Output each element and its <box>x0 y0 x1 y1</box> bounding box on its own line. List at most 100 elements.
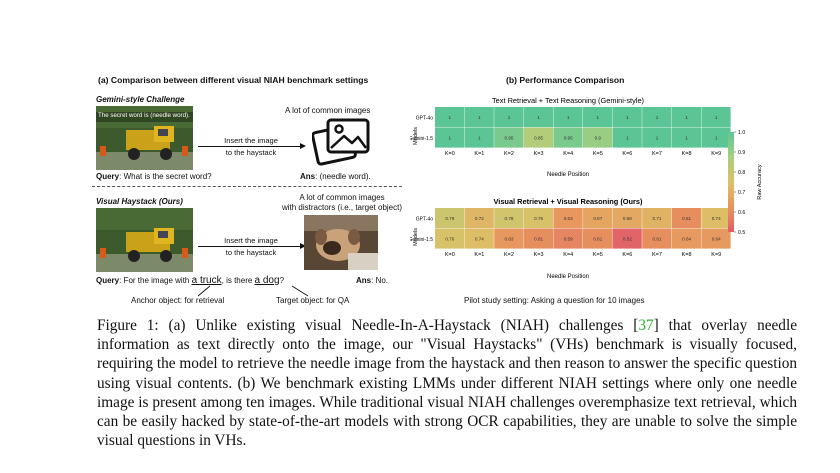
distractor-image-dog <box>304 215 378 270</box>
images-icon <box>311 117 372 172</box>
panel-a-title: (a) Comparison between different visual … <box>98 75 369 85</box>
citation-link[interactable]: 37 <box>638 317 654 334</box>
heatmap-1-value-1-6: 1 <box>626 136 629 141</box>
heatmap-2-value-0-4: 0.63 <box>564 216 573 221</box>
heatmap-2-cell-0-9 <box>701 208 731 229</box>
heatmap-1-cell-1-1 <box>464 127 494 148</box>
heatmap-1-value-0-0: 1 <box>449 115 452 120</box>
heatmap-1-title: Text Retrieval + Text Reasoning (Gemini-… <box>492 96 644 105</box>
heatmap-1-value-0-4: 1 <box>567 115 570 120</box>
heatmap-2-cell-0-2 <box>494 208 524 229</box>
heatmap-2-xtick-4: K=4 <box>563 252 573 258</box>
visual-answer: Ans: No. <box>356 276 389 285</box>
heatmap-1-xtick-0: K=0 <box>445 151 455 157</box>
heatmap-1-cell-0-8 <box>671 107 701 128</box>
heatmap-1-cell-1-5 <box>583 127 613 148</box>
distractor-label-2: with distractors (i.e., target object) <box>281 203 403 212</box>
distractor-label-1: A lot of common images <box>299 193 385 202</box>
heatmap-1-value-1-8: 1 <box>685 136 688 141</box>
heatmap-2-value-1-9: 0.64 <box>712 237 721 242</box>
heatmap-2-cell-0-0 <box>435 208 465 229</box>
insert-text-1: Insert the image <box>224 136 278 145</box>
insert-text-4: to the haystack <box>225 248 277 257</box>
colorbar-tick-1: 0.9 <box>738 150 745 156</box>
colorbar-ticks: 1.00.90.80.70.60.5 <box>734 130 745 236</box>
heatmap-1-xtick-3: K=3 <box>534 151 544 157</box>
anchor-note: Anchor object: for retrieval <box>131 296 225 305</box>
heatmap-1-value-1-5: 0.9 <box>595 136 602 141</box>
heatmap-2-cell-0-5 <box>583 208 613 229</box>
heatmap-2-value-1-7: 0.61 <box>653 237 662 242</box>
heatmap-1-xtick-1: K=1 <box>474 151 484 157</box>
heatmap-2-cell-1-0 <box>435 228 465 249</box>
colorbar-tick-4: 0.6 <box>738 210 745 216</box>
colorbar-tick-3: 0.7 <box>738 190 745 196</box>
heatmap-1-value-0-6: 1 <box>626 115 629 120</box>
heatmap-2-cell-0-6 <box>612 208 642 229</box>
heatmap-2-title: Visual Retrieval + Visual Reasoning (Our… <box>493 197 643 206</box>
heatmap-2-xtick-7: K=7 <box>652 252 662 258</box>
heatmap-1-value-0-2: 1 <box>508 115 511 120</box>
heatmap-1-cell-1-7 <box>642 127 672 148</box>
heatmap-1-xtick-2: K=2 <box>504 151 514 157</box>
heatmap-1-value-1-2: 0.95 <box>505 136 514 141</box>
heatmap-1-xlabel: Needle Position <box>547 172 589 178</box>
heatmap-1-xtick-9: K=9 <box>711 151 721 157</box>
heatmap-2-value-0-1: 0.72 <box>475 216 484 221</box>
heatmap-1-ylabel-1: Gemini-1.5 <box>410 136 433 142</box>
heatmap-2-xtick-8: K=8 <box>682 252 692 258</box>
heatmap-2-value-1-5: 0.61 <box>593 237 602 242</box>
heatmap-2-cell-1-4 <box>553 228 583 249</box>
heatmap-2-xtick-6: K=6 <box>622 252 632 258</box>
pilot-note: Pilot study setting: Asking a question f… <box>464 296 645 305</box>
heatmap-2-cell-1-6 <box>612 228 642 249</box>
gemini-query: Query: What is the secret word? <box>96 172 212 181</box>
heatmap-2-cell-0-7 <box>642 208 672 229</box>
heatmap-2-ylabel-0: GPT-4o <box>416 216 433 222</box>
heatmap-2-xtick-3: K=3 <box>534 252 544 258</box>
heatmap-1-cell-0-0 <box>435 107 465 128</box>
heatmap-2-value-1-8: 0.64 <box>682 237 691 242</box>
heatmap-2-cell-1-3 <box>523 228 553 249</box>
heatmap-1-cell-0-7 <box>642 107 672 128</box>
heatmap-2-xtick-5: K=5 <box>593 252 603 258</box>
insert-text-2: to the haystack <box>225 148 277 157</box>
target-note: Target object: for QA <box>276 296 350 305</box>
heatmap-2-xlabel: Needle Position <box>547 274 589 280</box>
heatmap-2-xtick-1: K=1 <box>474 252 484 258</box>
colorbar-tick-2: 0.8 <box>738 170 745 176</box>
heatmap-1-cell-0-5 <box>583 107 613 128</box>
heatmap-2-cell-0-1 <box>464 208 494 229</box>
heatmap-2-ylabel: Models <box>413 228 419 246</box>
panel-b-title: (b) Performance Comparison <box>506 75 625 85</box>
heatmap-1-xtick-7: K=7 <box>652 151 662 157</box>
heatmap-2-value-0-8: 0.61 <box>682 216 691 221</box>
heatmap-1-value-1-9: 1 <box>715 136 718 141</box>
figure-caption: Figure 1: (a) Unlike existing visual Nee… <box>97 317 798 450</box>
heatmap-1-cell-1-4 <box>553 127 583 148</box>
heatmap-2-cell-1-2 <box>494 228 524 249</box>
heatmap-1-cell-1-0 <box>435 127 465 148</box>
heatmap-1-xtick-6: K=6 <box>622 151 632 157</box>
heatmap-1-value-0-5: 1 <box>597 115 600 120</box>
heatmap-1-value-1-7: 1 <box>656 136 659 141</box>
heatmap-2-value-0-2: 0.78 <box>505 216 514 221</box>
heatmap-1-value-1-4: 0.95 <box>564 136 573 141</box>
heatmap-2-value-1-1: 0.74 <box>475 237 484 242</box>
heatmap-2-cell-1-5 <box>583 228 613 249</box>
heatmap-2-value-1-2: 0.63 <box>505 237 514 242</box>
heatmap-2-value-0-5: 0.67 <box>593 216 602 221</box>
heatmap-1-cell-0-1 <box>464 107 494 128</box>
heatmap-2-value-1-0: 0.76 <box>445 237 454 242</box>
heatmap-figure: Text Retrieval + Text Reasoning (Gemini-… <box>410 96 763 280</box>
insert-arrow-1 <box>198 146 304 147</box>
needle-image-truck <box>96 208 193 272</box>
heatmap-2-cell-1-8 <box>671 228 701 249</box>
insert-text-3: Insert the image <box>224 236 278 245</box>
colorbar-tick-0: 1.0 <box>738 130 745 136</box>
heatmap-1-value-0-7: 1 <box>656 115 659 120</box>
heatmap-1-value-1-3: 0.85 <box>534 136 543 141</box>
arrow-head-2 <box>300 243 306 249</box>
heatmap-1-cell-1-6 <box>612 127 642 148</box>
